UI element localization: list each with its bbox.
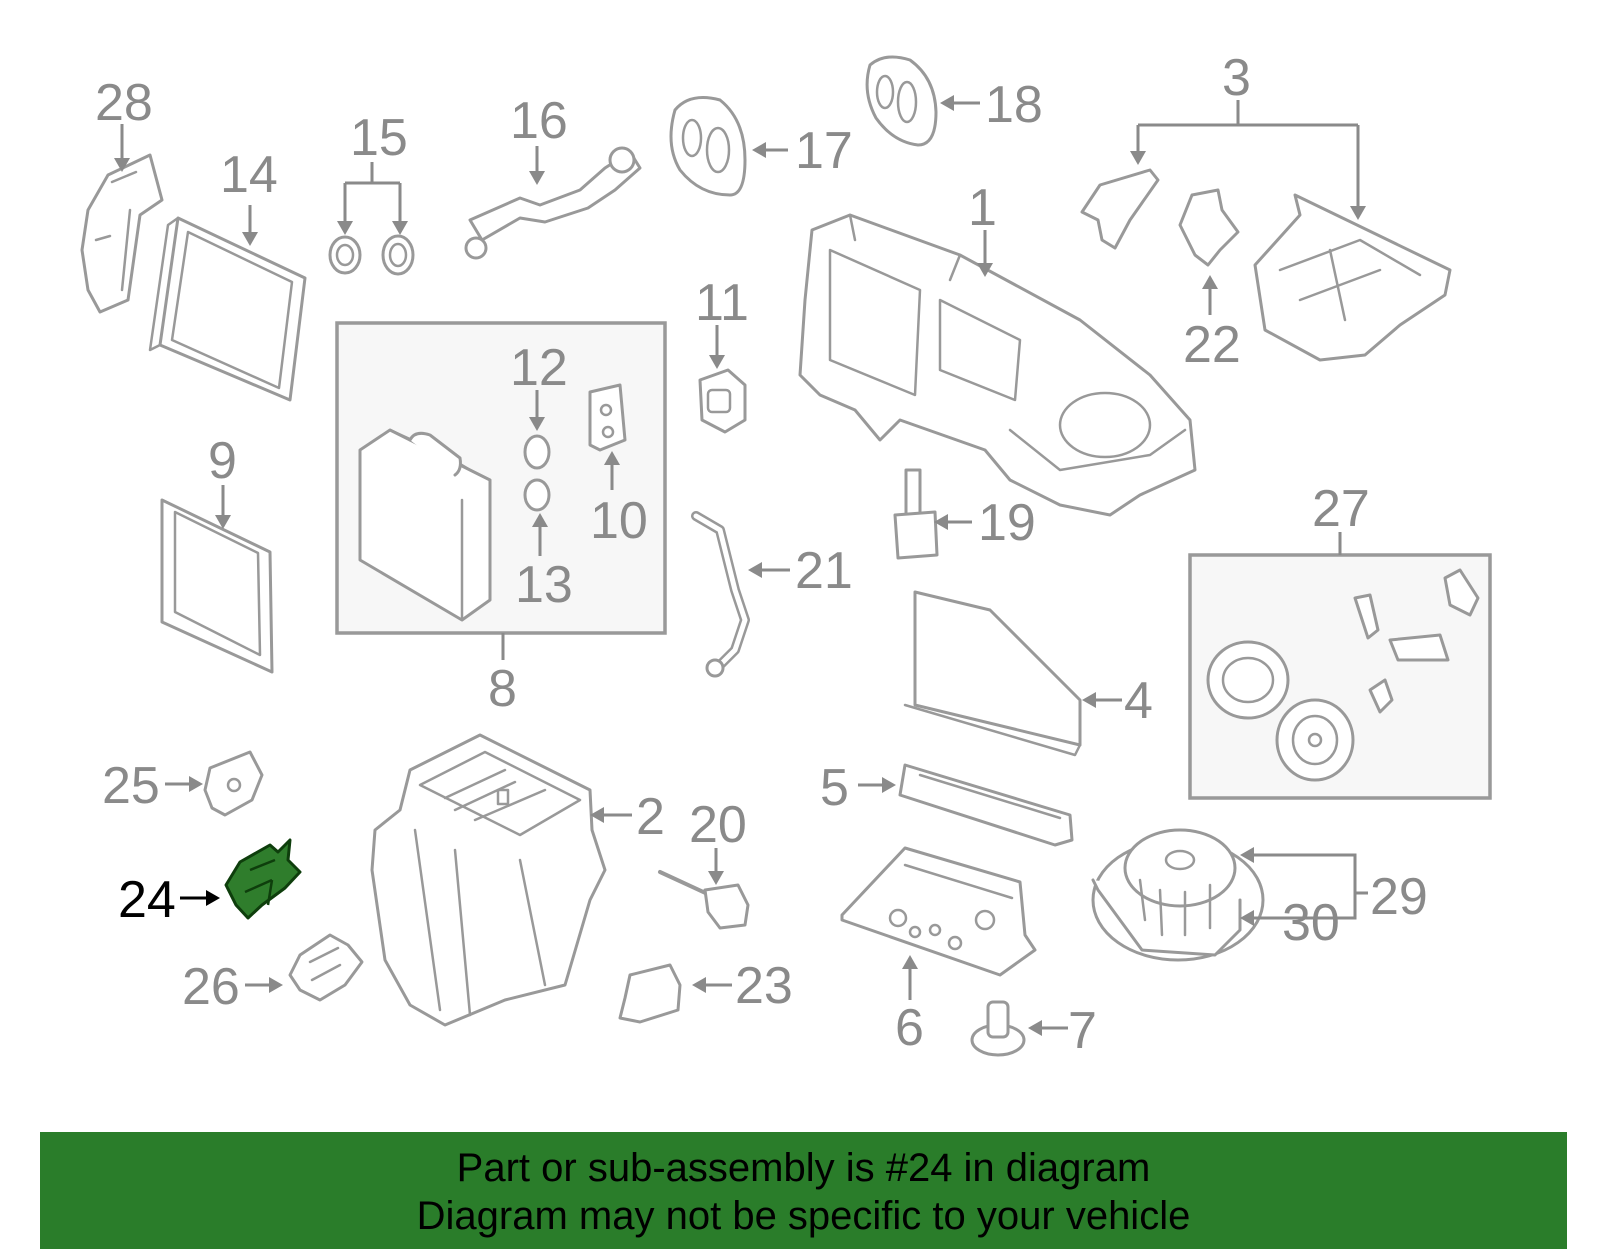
part-18[interactable] [865,55,938,147]
part-9[interactable] [160,498,274,674]
callout-20[interactable]: 20 [689,796,747,854]
callout-19[interactable]: 19 [978,494,1036,552]
callout-9[interactable]: 9 [208,432,237,490]
part-25[interactable] [203,750,264,817]
arrowhead-2 [590,807,604,823]
arrowhead-17 [752,142,766,158]
part-3-left[interactable] [1080,168,1160,250]
arrowhead-29 [1240,847,1254,863]
callout-28[interactable]: 28 [95,74,153,132]
part-4[interactable] [903,590,1082,757]
arrowhead-25 [189,776,203,792]
callout-8[interactable]: 8 [488,660,517,718]
part-19[interactable] [893,468,939,560]
part-6[interactable] [840,846,1037,977]
arrowhead-10 [604,451,620,465]
arrowhead-26 [269,977,283,993]
callout-16[interactable]: 16 [510,92,568,150]
callout-22[interactable]: 22 [1183,316,1241,374]
arrowhead-24 [206,890,220,906]
arrowhead-21 [748,562,762,578]
callout-18[interactable]: 18 [985,76,1043,134]
arrowhead-22 [1202,275,1218,289]
callout-25[interactable]: 25 [102,757,160,815]
arrowhead-13 [532,513,548,527]
arrowhead-14 [242,232,258,246]
part-21[interactable] [691,511,750,678]
arrowhead-28 [114,158,130,172]
part-3-right[interactable] [1253,193,1452,362]
arrowhead-15b [392,221,408,235]
arrowhead-4 [1082,692,1096,708]
callout-14[interactable]: 14 [220,146,278,204]
part-28[interactable] [80,153,164,314]
callout-15[interactable]: 15 [350,109,408,167]
part-26[interactable] [288,933,364,1002]
arrowhead-12 [529,417,545,431]
arrowhead-6 [902,955,918,969]
callout-29[interactable]: 29 [1370,868,1428,926]
info-banner: Part or sub-assembly is #24 in diagram D… [40,1132,1567,1249]
callout-13[interactable]: 13 [515,556,573,614]
part-15[interactable] [328,234,415,276]
arrowhead-30 [1240,910,1254,926]
arrowhead-19 [934,514,948,530]
arrowhead-3a [1130,151,1146,165]
part-16[interactable] [464,146,642,260]
callout-26[interactable]: 26 [182,958,240,1016]
banner-line-disclaimer: Diagram may not be specific to your vehi… [416,1194,1191,1238]
part-22[interactable] [1178,188,1240,267]
part-2[interactable] [370,733,607,1027]
part-1[interactable] [798,213,1197,517]
callout-17[interactable]: 17 [795,122,853,180]
part-23[interactable] [618,963,682,1024]
callout-24[interactable]: 24 [118,871,176,929]
part-10[interactable] [588,383,627,452]
callout-10[interactable]: 10 [590,492,648,550]
part-20[interactable] [658,870,750,930]
arrowhead-7 [1028,1020,1042,1036]
callout-3[interactable]: 3 [1222,49,1251,107]
arrowhead-11 [709,355,725,369]
arrowhead-20 [708,871,724,885]
callout-7[interactable]: 7 [1068,1002,1097,1060]
callout-27[interactable]: 27 [1312,480,1370,538]
part-5[interactable] [898,763,1074,847]
arrowhead-1 [977,263,993,277]
arrowhead-9 [215,515,231,529]
part-27-contents[interactable] [1206,568,1480,782]
part-14[interactable] [148,216,307,402]
callout-12[interactable]: 12 [510,339,568,397]
callout-1[interactable]: 1 [968,179,997,237]
arrowhead-3b [1350,206,1366,220]
callout-11[interactable]: 11 [695,274,749,332]
callout-23[interactable]: 23 [735,957,793,1015]
arrowhead-5 [882,777,896,793]
callout-21[interactable]: 21 [795,542,853,600]
callout-6[interactable]: 6 [895,999,924,1057]
leader-3 [1136,100,1360,212]
leader-15 [343,162,402,228]
part-8-evaporator[interactable] [358,428,492,622]
leader-29-30 [1248,853,1368,920]
banner-line-part: Part or sub-assembly is #24 in diagram [456,1146,1151,1190]
part-29-30-blower[interactable] [1091,828,1265,962]
part-11[interactable] [698,368,747,434]
callout-5[interactable]: 5 [820,759,849,817]
callout-2[interactable]: 2 [636,788,665,846]
arrowhead-16 [529,171,545,185]
arrowhead-23 [692,977,706,993]
part-7[interactable] [970,1000,1026,1057]
part-17[interactable] [669,96,747,197]
part-24[interactable] [224,838,302,920]
callout-30[interactable]: 30 [1282,894,1340,952]
callout-4[interactable]: 4 [1124,672,1153,730]
arrowhead-15a [337,221,353,235]
part-12[interactable] [523,434,551,470]
part-13[interactable] [523,478,551,512]
arrowhead-18 [940,95,954,111]
